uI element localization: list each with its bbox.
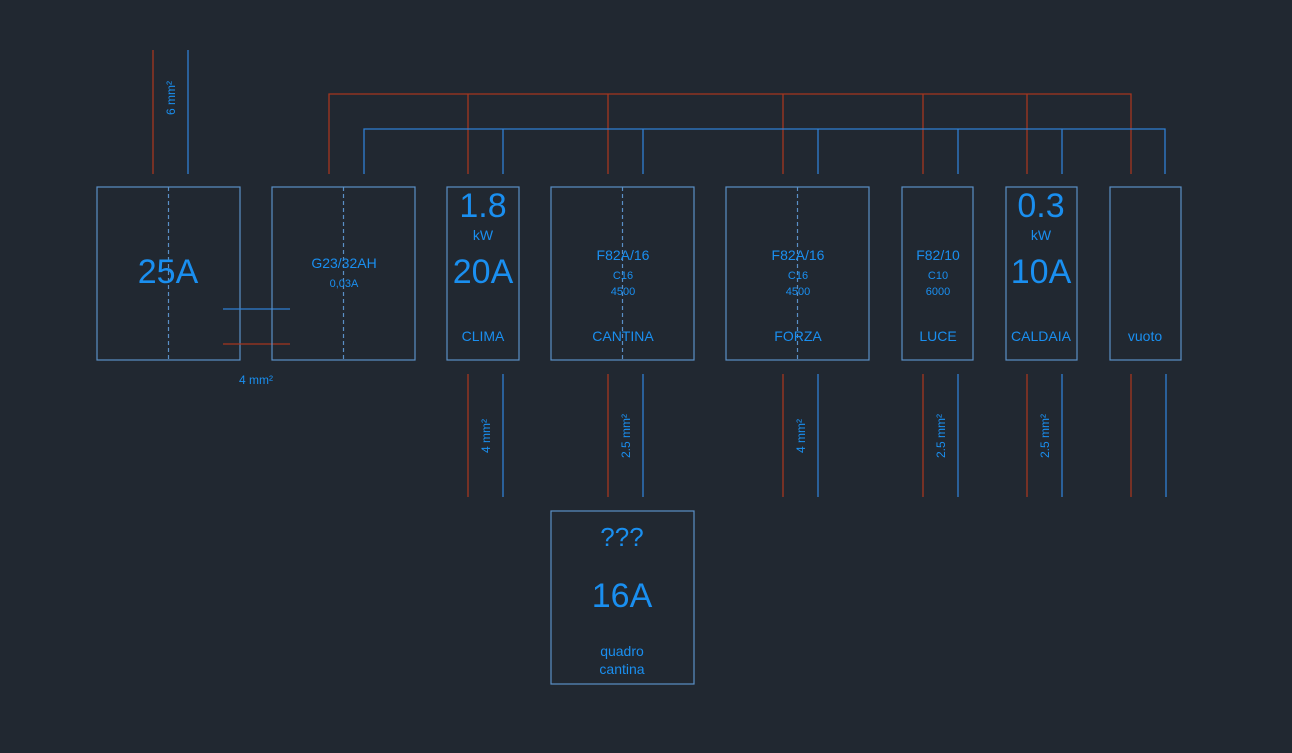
luce-cable-label: 2.5 mm² <box>934 414 948 458</box>
neutral-bus <box>363 128 1166 174</box>
luce-model: F82/10 <box>916 247 960 263</box>
caldaia-cable-label: 2.5 mm² <box>1038 414 1052 458</box>
rcd-model: G23/32AH <box>311 255 376 271</box>
rcd-breaker: G23/32AH 0,03A <box>271 186 416 361</box>
outgoing-neutral-wires <box>502 374 1167 497</box>
circuit-luce: F82/10 C10 6000 LUCE <box>901 186 974 361</box>
forza-model: F82A/16 <box>772 247 825 263</box>
forza-cable-label: 4 mm² <box>794 419 808 453</box>
circuit-forza: F82A/16 C16 4500 FORZA <box>725 186 870 361</box>
outgoing-phase-wires <box>467 374 1132 497</box>
cantina-model: F82A/16 <box>597 247 650 263</box>
sub-panel-name-line1: quadro <box>600 643 644 659</box>
circuit-cantina: F82A/16 C16 4500 CANTINA <box>550 186 695 361</box>
caldaia-power-unit: kW <box>1031 227 1052 243</box>
forza-curve: C16 <box>788 270 808 282</box>
circuit-vuoto: vuoto <box>1109 186 1182 361</box>
caldaia-rating: 10A <box>1011 253 1072 291</box>
main-breaker-rating: 25A <box>138 253 199 291</box>
sub-panel-rating: 16A <box>592 577 653 615</box>
clima-cable-label: 4 mm² <box>479 419 493 453</box>
caldaia-power: 0.3 <box>1017 187 1064 225</box>
cantina-name: CANTINA <box>592 328 654 344</box>
cantina-curve: C16 <box>613 270 633 282</box>
circuit-clima: 1.8 kW 20A CLIMA <box>446 186 520 361</box>
forza-name: FORZA <box>774 328 822 344</box>
sub-panel-name-line2: cantina <box>599 661 644 677</box>
supply-cable-label: 6 mm² <box>164 81 178 115</box>
clima-power-unit: kW <box>473 227 494 243</box>
circuit-caldaia: 0.3 kW 10A CALDAIA <box>1005 186 1078 361</box>
vuoto-name: vuoto <box>1128 328 1162 344</box>
clima-power: 1.8 <box>459 187 506 225</box>
luce-name: LUCE <box>919 328 956 344</box>
cantina-breaking: 4500 <box>611 286 635 298</box>
cantina-cable-label: 2.5 mm² <box>619 414 633 458</box>
link-cable-label: 4 mm² <box>239 373 273 387</box>
luce-curve: C10 <box>928 270 948 282</box>
phase-bus <box>328 93 1132 174</box>
main-breaker: 25A <box>96 186 241 361</box>
caldaia-name: CALDAIA <box>1011 328 1072 344</box>
clima-rating: 20A <box>453 253 514 291</box>
clima-name: CLIMA <box>462 328 505 344</box>
forza-breaking: 4500 <box>786 286 810 298</box>
sub-panel-question: ??? <box>600 522 643 552</box>
sub-panel-cantina: ??? 16A quadro cantina <box>550 510 695 685</box>
rcd-sensitivity: 0,03A <box>330 278 359 290</box>
luce-breaking: 6000 <box>926 286 950 298</box>
